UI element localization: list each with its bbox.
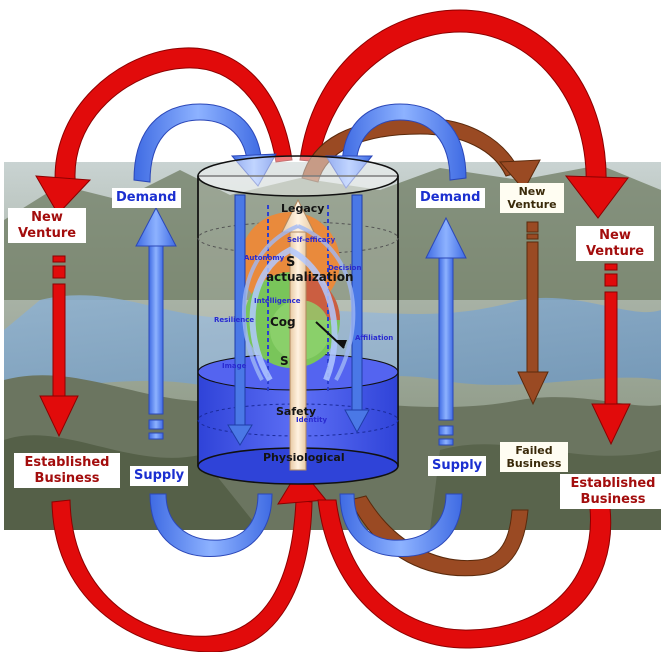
established-business-right-label: Established Business — [560, 474, 666, 510]
legacy-label: Legacy — [281, 202, 325, 215]
cognitive-label: Cog — [270, 315, 296, 329]
actualization-label: actualization — [266, 270, 354, 284]
new-venture-brown-label: New Venture — [500, 183, 564, 214]
established-business-left-label: Established Business — [14, 453, 120, 489]
red-vertical-arrows — [39, 255, 631, 446]
self-label: S — [286, 255, 296, 270]
demand-right-label: Demand — [416, 188, 485, 208]
supply-left-label: Supply — [130, 466, 189, 486]
new-venture-left-label: New Venture — [8, 208, 86, 244]
small-label-autonomy: Autonomy — [244, 254, 285, 262]
failed-business-label: Failed Business — [500, 442, 568, 473]
small-label-decision: Decision — [328, 264, 362, 272]
small-label-affiliation: Affiliation — [355, 334, 394, 342]
small-label-self-efficacy: Self-efficacy — [287, 236, 336, 244]
red-cycle-arrows — [35, 9, 629, 652]
s2-label: S — [280, 354, 289, 368]
blue-cycle-arrows — [133, 103, 467, 557]
small-label-image: Image — [222, 362, 247, 370]
new-venture-right-label: New Venture — [576, 226, 654, 262]
safety-label: Safety — [276, 405, 317, 418]
needs-cylinder — [197, 155, 399, 485]
physiological-label: Physiological — [263, 451, 345, 464]
demand-left-label: Demand — [112, 188, 181, 208]
small-label-resilience: Resilience — [214, 316, 255, 324]
supply-right-label: Supply — [428, 456, 487, 476]
small-label-identity: Identity — [296, 416, 328, 424]
small-label-intelligence: Intelligence — [254, 297, 301, 305]
